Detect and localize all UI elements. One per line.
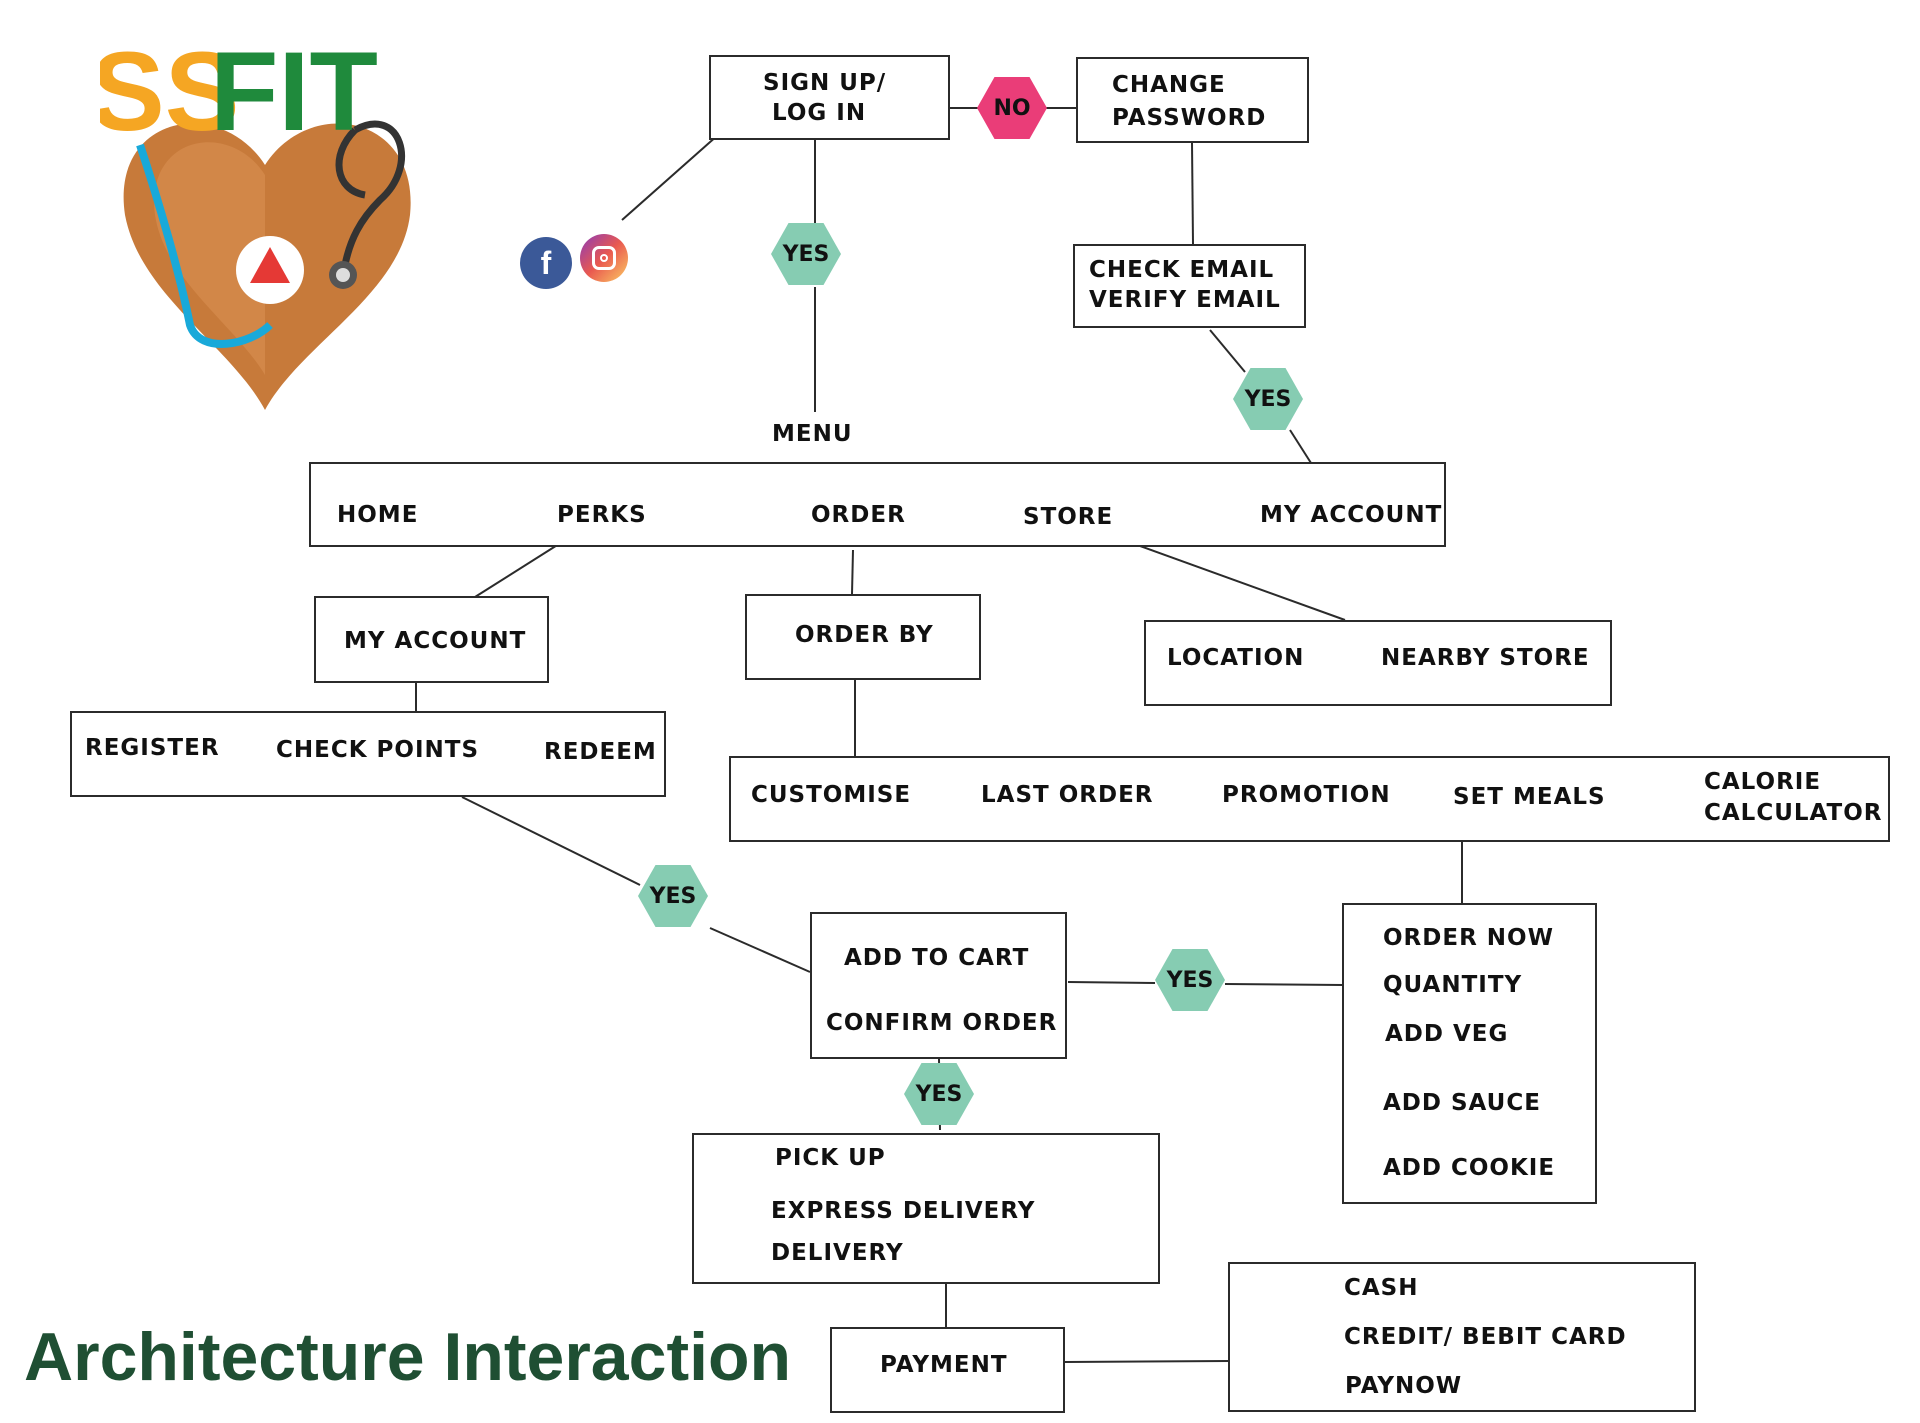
yes-hexagon-cart: YES [904,1063,974,1125]
location-label: LOCATION [1167,645,1305,671]
set-meals-option[interactable]: SET MEALS [1453,784,1606,810]
add-sauce-label: ADD SAUCE [1383,1090,1541,1116]
register-option[interactable]: REGISTER [85,735,220,761]
payment-methods-box [1228,1262,1696,1412]
add-veg-label: ADD VEG [1385,1021,1509,1047]
delivery-label: DELIVERY [771,1240,904,1266]
card-option[interactable]: CREDIT/ BEBIT CARD [1344,1324,1627,1350]
check-email-box[interactable] [1073,244,1306,328]
order-now-box[interactable] [1342,903,1597,1204]
verify-email-label: VERIFY EMAIL [1089,287,1281,313]
nav-perks[interactable]: PERKS [557,502,647,528]
add-to-cart-label: ADD TO CART [844,945,1030,971]
change-password-box[interactable] [1076,57,1309,143]
instagram-icon[interactable] [580,234,628,282]
nearby-store-label: NEARBY STORE [1381,645,1590,671]
express-delivery-label: EXPRESS DELIVERY [771,1198,1036,1224]
cash-option[interactable]: CASH [1344,1275,1419,1301]
payment-box[interactable] [830,1327,1065,1413]
last-order-option[interactable]: LAST ORDER [981,782,1154,808]
calorie-calculator-label-1[interactable]: CALORIE [1704,769,1822,795]
confirm-order-label: CONFIRM ORDER [826,1010,1058,1036]
nav-order[interactable]: ORDER [811,502,906,528]
order-by-box[interactable] [745,594,981,680]
add-cookie-label: ADD COOKIE [1383,1155,1556,1181]
calorie-calculator-label-2[interactable]: CALCULATOR [1704,800,1883,826]
redeem-option[interactable]: REDEEM [544,739,657,765]
yes-hexagon-signup: YES [771,223,841,285]
quantity-label: QUANTITY [1383,972,1523,998]
check-email-label: CHECK EMAIL [1089,257,1275,283]
logo-text-fit: FIT [210,29,378,154]
change-password-label-1: CHANGE [1112,72,1226,98]
change-password-label-2: PASSWORD [1112,105,1267,131]
order-options-box [729,756,1890,842]
yes-hexagon-perks: YES [638,865,708,927]
order-now-label: ORDER NOW [1383,925,1554,951]
my-account-label: MY ACCOUNT [344,628,527,654]
nav-store[interactable]: STORE [1023,504,1114,530]
pick-up-label: PICK UP [775,1145,886,1171]
cart-box[interactable] [810,912,1067,1059]
customise-option[interactable]: CUSTOMISE [751,782,912,808]
paynow-option[interactable]: PAYNOW [1345,1373,1463,1399]
ssfit-logo: SS FIT [100,29,411,411]
nav-home[interactable]: HOME [337,502,419,528]
perks-options-box [70,711,666,797]
check-points-option[interactable]: CHECK POINTS [276,737,480,763]
payment-label: PAYMENT [880,1352,1008,1378]
facebook-icon[interactable]: f [520,237,572,289]
store-location-box[interactable] [1144,620,1612,706]
signup-label: SIGN UP/ [763,70,887,96]
delivery-box[interactable] [692,1133,1160,1284]
menu-label: MENU [772,421,853,447]
my-account-box[interactable] [314,596,549,683]
promotion-option[interactable]: PROMOTION [1222,782,1391,808]
signup-login-box[interactable] [709,55,950,140]
order-by-label: ORDER BY [795,622,934,648]
logo-text-ss: SS [100,29,239,154]
nav-my-account[interactable]: MY ACCOUNT [1260,502,1443,528]
login-label: LOG IN [772,100,867,126]
page-title: Architecture Interaction [24,1319,792,1395]
menu-nav-bar [309,462,1446,547]
